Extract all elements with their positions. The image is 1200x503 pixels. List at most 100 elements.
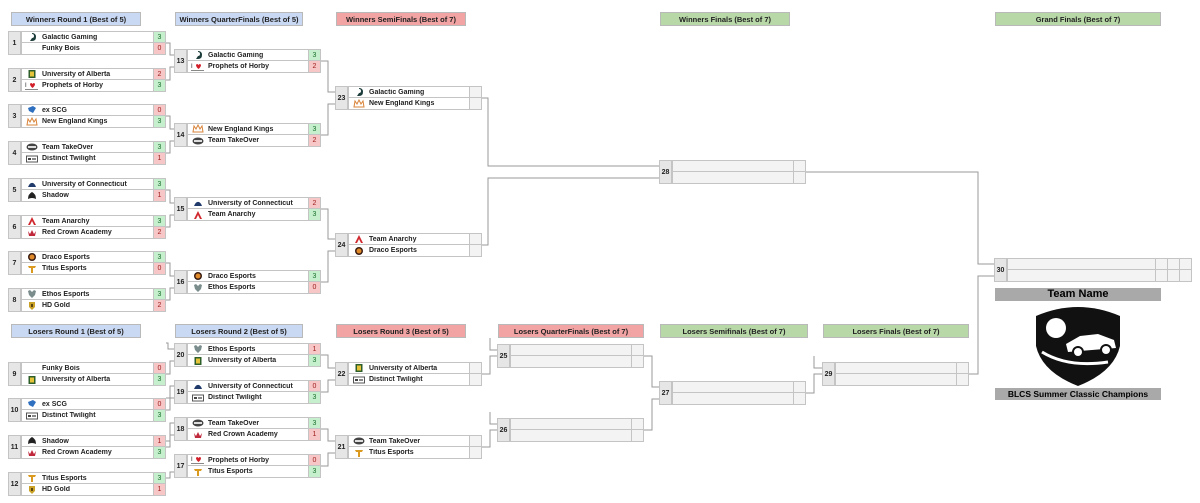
team-row[interactable] — [672, 172, 806, 184]
match-26[interactable]: 26 — [497, 418, 644, 442]
team-row[interactable] — [510, 356, 644, 368]
match-number: 29 — [822, 362, 835, 386]
match-number: 15 — [174, 197, 187, 221]
team-row[interactable] — [510, 344, 644, 356]
team-row[interactable] — [672, 393, 806, 405]
round-header-h1: Winners Round 1 (Best of 5) — [11, 12, 141, 26]
team-row[interactable] — [835, 362, 969, 374]
match-30[interactable]: 30 — [994, 258, 1192, 282]
team-logo-te-icon — [190, 467, 205, 477]
match-25[interactable]: 25 — [497, 344, 644, 368]
team-row[interactable] — [835, 374, 969, 386]
match-29[interactable]: 29 — [822, 362, 969, 386]
match-number: 19 — [174, 380, 187, 404]
team-row[interactable] — [672, 381, 806, 393]
match-28[interactable]: 28 — [659, 160, 806, 184]
team-row[interactable] — [510, 418, 644, 430]
team-logo-ph-icon: I — [190, 62, 205, 72]
team-row[interactable] — [510, 430, 644, 442]
match-27[interactable]: 27 — [659, 381, 806, 405]
team-logo-none-icon — [24, 363, 39, 373]
team-row[interactable]: Draco Esports — [348, 245, 482, 257]
round-header-h8: Losers Round 3 (Best of 5) — [336, 324, 466, 338]
team-row[interactable] — [1007, 258, 1192, 270]
team-row[interactable]: Team TakeOver — [348, 435, 482, 447]
team-row[interactable]: Distinct Twilight — [348, 374, 482, 386]
team-row[interactable] — [1007, 270, 1192, 282]
team-name: University of Connecticut — [208, 199, 293, 207]
team-row[interactable]: New England Kings — [348, 98, 482, 110]
team-row[interactable]: University of Alberta — [348, 362, 482, 374]
team-row[interactable] — [672, 160, 806, 172]
team-row[interactable]: Galactic Gaming — [348, 86, 482, 98]
team-row[interactable]: Titus Esports — [348, 447, 482, 459]
team-row[interactable]: Team Anarchy — [348, 233, 482, 245]
extra-score-cell — [1179, 270, 1191, 281]
